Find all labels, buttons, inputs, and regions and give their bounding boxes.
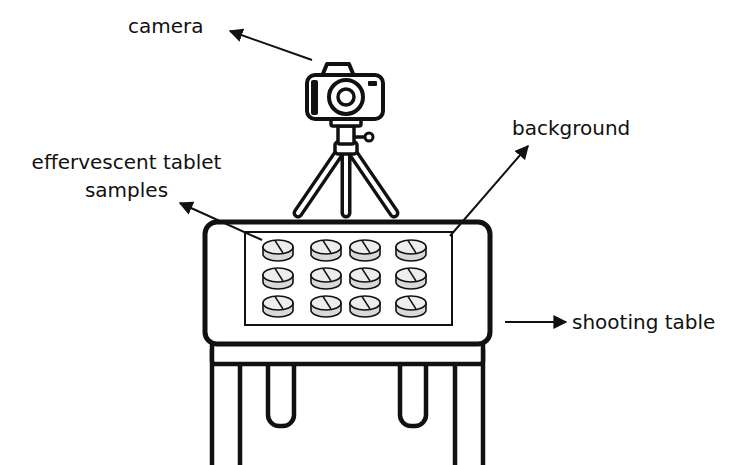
callout-label: background [512, 114, 712, 142]
tablet [311, 240, 341, 261]
tablet [263, 296, 293, 317]
camera-lens-inner [338, 89, 354, 105]
tablet [350, 268, 380, 289]
tablet [311, 296, 341, 317]
callout-label: camera [128, 12, 248, 40]
tablet [396, 268, 426, 289]
tripod-legs-outline [298, 150, 394, 213]
table-leg [400, 356, 426, 426]
tablet [350, 240, 380, 261]
tripod-head [338, 126, 354, 144]
tripod [298, 118, 394, 213]
tablet [263, 268, 293, 289]
tablet [311, 268, 341, 289]
callout-label: shooting table [572, 308, 750, 336]
tablets [263, 240, 426, 317]
camera-body [307, 75, 383, 119]
leader-arrow [180, 203, 262, 240]
leader-arrow [230, 31, 312, 60]
background-sheet [245, 232, 452, 325]
camera-lens [329, 80, 363, 114]
shooting-table [205, 222, 490, 465]
camera-flash [368, 81, 377, 86]
camera [307, 64, 383, 119]
callout-label: effervescent tablet samples [4, 148, 249, 204]
leader-lines [180, 31, 566, 322]
tablet [396, 240, 426, 261]
tripod-knob [365, 133, 373, 141]
leader-arrow [450, 146, 528, 236]
leader-arrow [505, 321, 566, 323]
tablet [350, 296, 380, 317]
table-leg [268, 356, 294, 426]
tablet [396, 296, 426, 317]
tablet [263, 240, 293, 261]
camera-grip [311, 80, 318, 115]
table-top [205, 222, 490, 344]
tripod-legs-fill [298, 150, 394, 213]
